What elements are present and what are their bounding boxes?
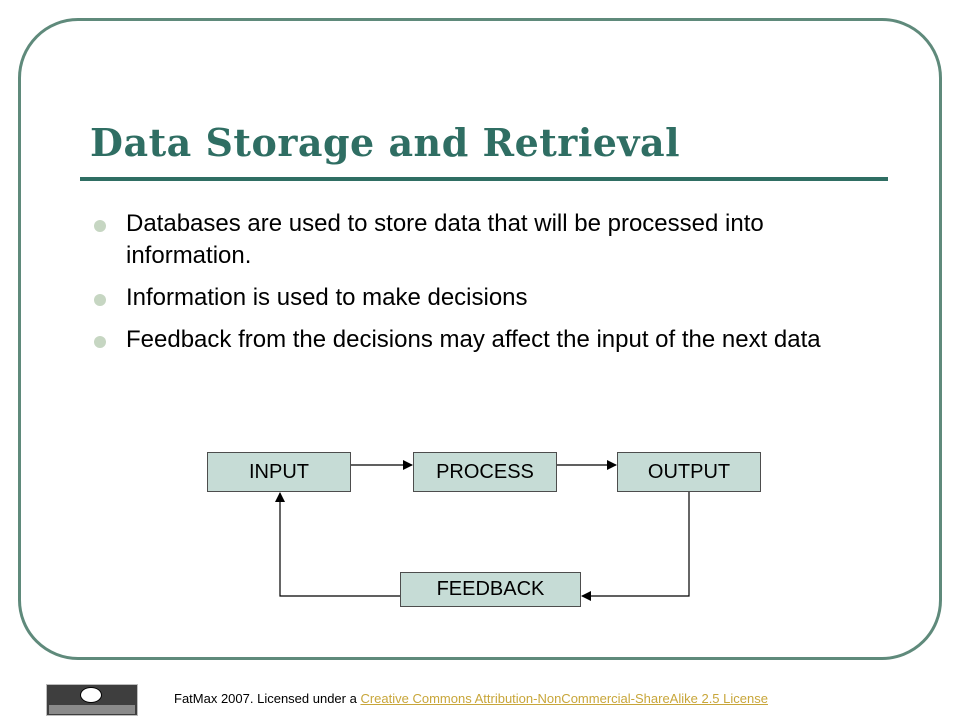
node-output: OUTPUT [617,452,761,492]
creative-commons-icon[interactable] [46,684,138,716]
footer-license: FatMax 2007. Licensed under a Creative C… [174,691,768,706]
bullet-text: Databases are used to store data that wi… [126,210,764,269]
license-link[interactable]: Creative Commons Attribution-NonCommerci… [360,691,768,706]
bullet-text: Information is used to make decisions [126,284,528,311]
bullet-text: Feedback from the decisions may affect t… [126,326,821,353]
bullet-item: Information is used to make decisions [90,282,890,314]
bullet-item: Feedback from the decisions may affect t… [90,324,890,356]
node-input: INPUT [207,452,351,492]
node-feedback: FEEDBACK [400,572,581,607]
bullet-list: Databases are used to store data that wi… [90,208,890,366]
arrow-feedback-to-input [275,492,400,597]
bullet-dot-icon [94,336,106,348]
cc-logo-icon [80,687,102,703]
bullet-dot-icon [94,294,106,306]
slide-frame [18,18,942,660]
title-underline [80,177,888,181]
footer-text: FatMax 2007. Licensed under a [174,691,361,706]
slide-title: Data Storage and Retrieval [90,120,681,165]
bullet-item: Databases are used to store data that wi… [90,208,890,272]
arrow-output-to-feedback [581,492,690,601]
cc-strip [49,705,135,714]
node-process: PROCESS [413,452,557,492]
bullet-dot-icon [94,220,106,232]
